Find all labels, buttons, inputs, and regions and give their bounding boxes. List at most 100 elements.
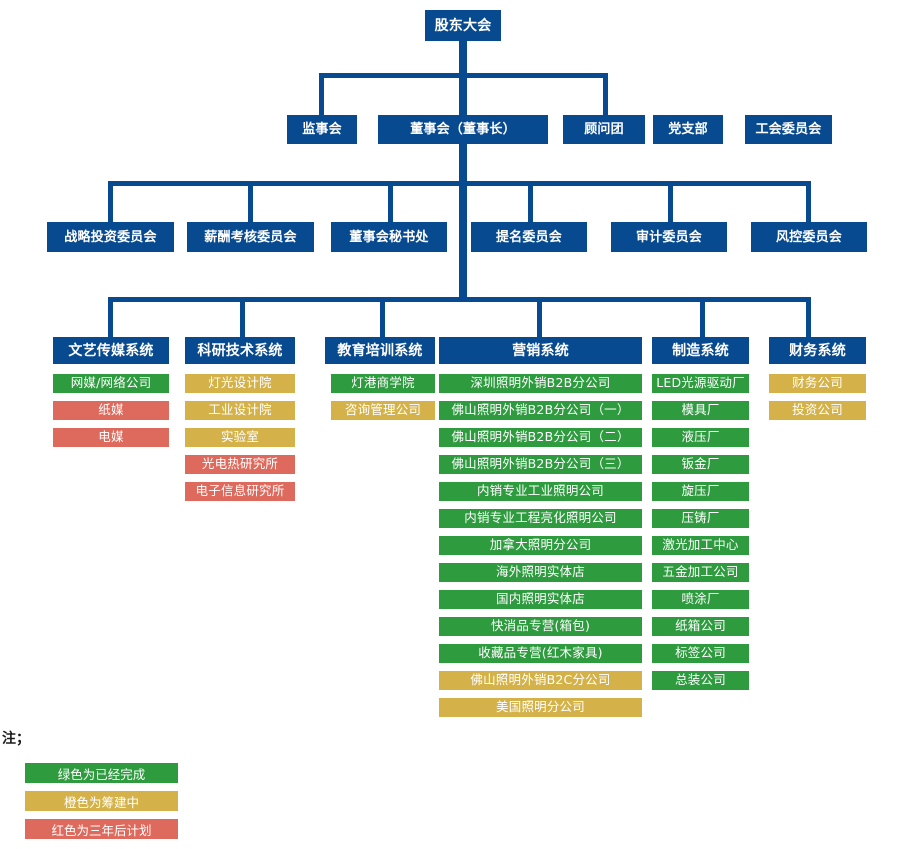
node-audit-committee[interactable]: 审计委员会 [611,222,727,252]
connector-level3-drop-4 [528,181,533,222]
system-header-rd-technology[interactable]: 科研技术系统 [185,337,295,364]
leaf-node[interactable]: 电媒 [53,428,169,447]
legend-label: 红色为三年后计划 [51,822,152,838]
connector-level3-drop-5 [668,181,673,222]
leaf-label: 压铸厂 [681,510,720,526]
leaf-node[interactable]: 光电热研究所 [185,455,295,474]
connector-systems-drop-4 [537,297,542,337]
leaf-node[interactable]: 佛山照明外销B2C分公司 [439,671,642,690]
system-header-education-training[interactable]: 教育培训系统 [325,337,435,364]
node-label: 监事会 [302,122,342,137]
leaf-label: 激光加工中心 [662,537,739,553]
legend-label: 绿色为已经完成 [57,766,146,782]
legend-item-three-year-plan: 红色为三年后计划 [25,819,178,839]
node-compensation-committee[interactable]: 薪酬考核委员会 [187,222,314,252]
leaf-node[interactable]: 纸箱公司 [652,617,749,636]
node-party-branch[interactable]: 党支部 [653,115,723,144]
system-header-label: 制造系统 [672,342,729,359]
node-label: 董事会秘书处 [349,229,429,245]
legend-item-completed: 绿色为已经完成 [25,763,178,783]
node-board-of-directors[interactable]: 董事会（董事长） [378,115,548,144]
leaf-label: 灯光设计院 [208,375,272,391]
system-header-marketing[interactable]: 营销系统 [439,337,642,364]
system-header-label: 营销系统 [512,342,569,359]
node-label: 审计委员会 [635,229,702,245]
node-label: 顾问团 [584,122,624,137]
leaf-node[interactable]: 佛山照明外销B2B分公司（三） [439,455,642,474]
leaf-label: 总装公司 [675,672,726,688]
leaf-label: 钣金厂 [681,456,720,472]
leaf-node[interactable]: 投资公司 [769,401,866,420]
leaf-label: 佛山照明外销B2C分公司 [470,672,611,688]
system-header-label: 教育培训系统 [337,342,423,359]
leaf-node[interactable]: 佛山照明外销B2B分公司（一） [439,401,642,420]
system-header-finance[interactable]: 财务系统 [769,337,866,364]
leaf-node[interactable]: 深圳照明外销B2B分公司 [439,374,642,393]
node-label: 薪酬考核委员会 [204,229,297,245]
leaf-node[interactable]: 总装公司 [652,671,749,690]
leaf-node[interactable]: 快消品专营(箱包) [439,617,642,636]
leaf-label: 光电热研究所 [201,456,279,472]
system-header-arts-media[interactable]: 文艺传媒系统 [53,337,169,364]
leaf-node[interactable]: 内销专业工程亮化照明公司 [439,509,642,528]
leaf-node[interactable]: 标签公司 [652,644,749,663]
leaf-node[interactable]: 灯光设计院 [185,374,295,393]
leaf-label: 喷涂厂 [681,591,720,607]
leaf-node[interactable]: 灯港商学院 [331,374,435,393]
leaf-node[interactable]: 液压厂 [652,428,749,447]
node-shareholders-meeting[interactable]: 股东大会 [425,10,501,41]
leaf-node[interactable]: LED光源驱动厂 [652,374,749,393]
connector-systems-drop-5 [700,297,705,337]
leaf-node[interactable]: 内销专业工业照明公司 [439,482,642,501]
connector-level2-drop-board [459,73,467,115]
node-strategic-investment-committee[interactable]: 战略投资委员会 [47,222,174,252]
node-union-committee[interactable]: 工会委员会 [745,115,832,144]
node-advisory-group[interactable]: 顾问团 [563,115,645,144]
leaf-node[interactable]: 实验室 [185,428,295,447]
system-header-manufacturing[interactable]: 制造系统 [652,337,749,364]
leaf-label: 佛山照明外销B2B分公司（二） [451,429,630,445]
leaf-node[interactable]: 网媒/网络公司 [53,374,169,393]
node-label: 战略投资委员会 [64,229,157,245]
leaf-node[interactable]: 美国照明分公司 [439,698,642,717]
connector-level3-drop-1 [108,181,113,222]
leaf-node[interactable]: 五金加工公司 [652,563,749,582]
connector-level2-drop-supervisory [319,73,324,115]
leaf-node[interactable]: 海外照明实体店 [439,563,642,582]
connector-level3-bus [108,181,811,186]
leaf-node[interactable]: 咨询管理公司 [331,401,435,420]
leaf-node[interactable]: 激光加工中心 [652,536,749,555]
leaf-node[interactable]: 旋压厂 [652,482,749,501]
leaf-node[interactable]: 国内照明实体店 [439,590,642,609]
leaf-label: 佛山照明外销B2B分公司（一） [451,402,630,418]
legend-label: 橙色为筹建中 [63,794,139,810]
node-supervisory-board[interactable]: 监事会 [287,115,357,144]
leaf-label: 电子信息研究所 [195,483,285,499]
leaf-label: 收藏品专营(红木家具) [478,645,603,661]
leaf-label: 网媒/网络公司 [70,375,152,391]
connector-root-trunk [459,40,467,74]
leaf-node[interactable]: 喷涂厂 [652,590,749,609]
leaf-label: 纸媒 [98,402,124,418]
leaf-node[interactable]: 电子信息研究所 [185,482,295,501]
leaf-node[interactable]: 加拿大照明分公司 [439,536,642,555]
node-label: 董事会（董事长） [410,122,516,137]
leaf-node[interactable]: 纸媒 [53,401,169,420]
connector-level2-drop-advisory [603,73,608,115]
node-label: 风控委员会 [775,229,842,245]
leaf-node[interactable]: 佛山照明外销B2B分公司（二） [439,428,642,447]
leaf-node[interactable]: 模具厂 [652,401,749,420]
leaf-label: 内销专业工程亮化照明公司 [464,510,617,526]
leaf-label: 电媒 [98,429,124,445]
leaf-node[interactable]: 压铸厂 [652,509,749,528]
leaf-node[interactable]: 财务公司 [769,374,866,393]
connector-level3-drop-2 [248,181,253,222]
node-label: 工会委员会 [755,122,822,137]
leaf-node[interactable]: 收藏品专营(红木家具) [439,644,642,663]
node-board-secretariat[interactable]: 董事会秘书处 [331,222,447,252]
node-risk-control-committee[interactable]: 风控委员会 [751,222,867,252]
leaf-node[interactable]: 钣金厂 [652,455,749,474]
leaf-node[interactable]: 工业设计院 [185,401,295,420]
node-nomination-committee[interactable]: 提名委员会 [471,222,587,252]
